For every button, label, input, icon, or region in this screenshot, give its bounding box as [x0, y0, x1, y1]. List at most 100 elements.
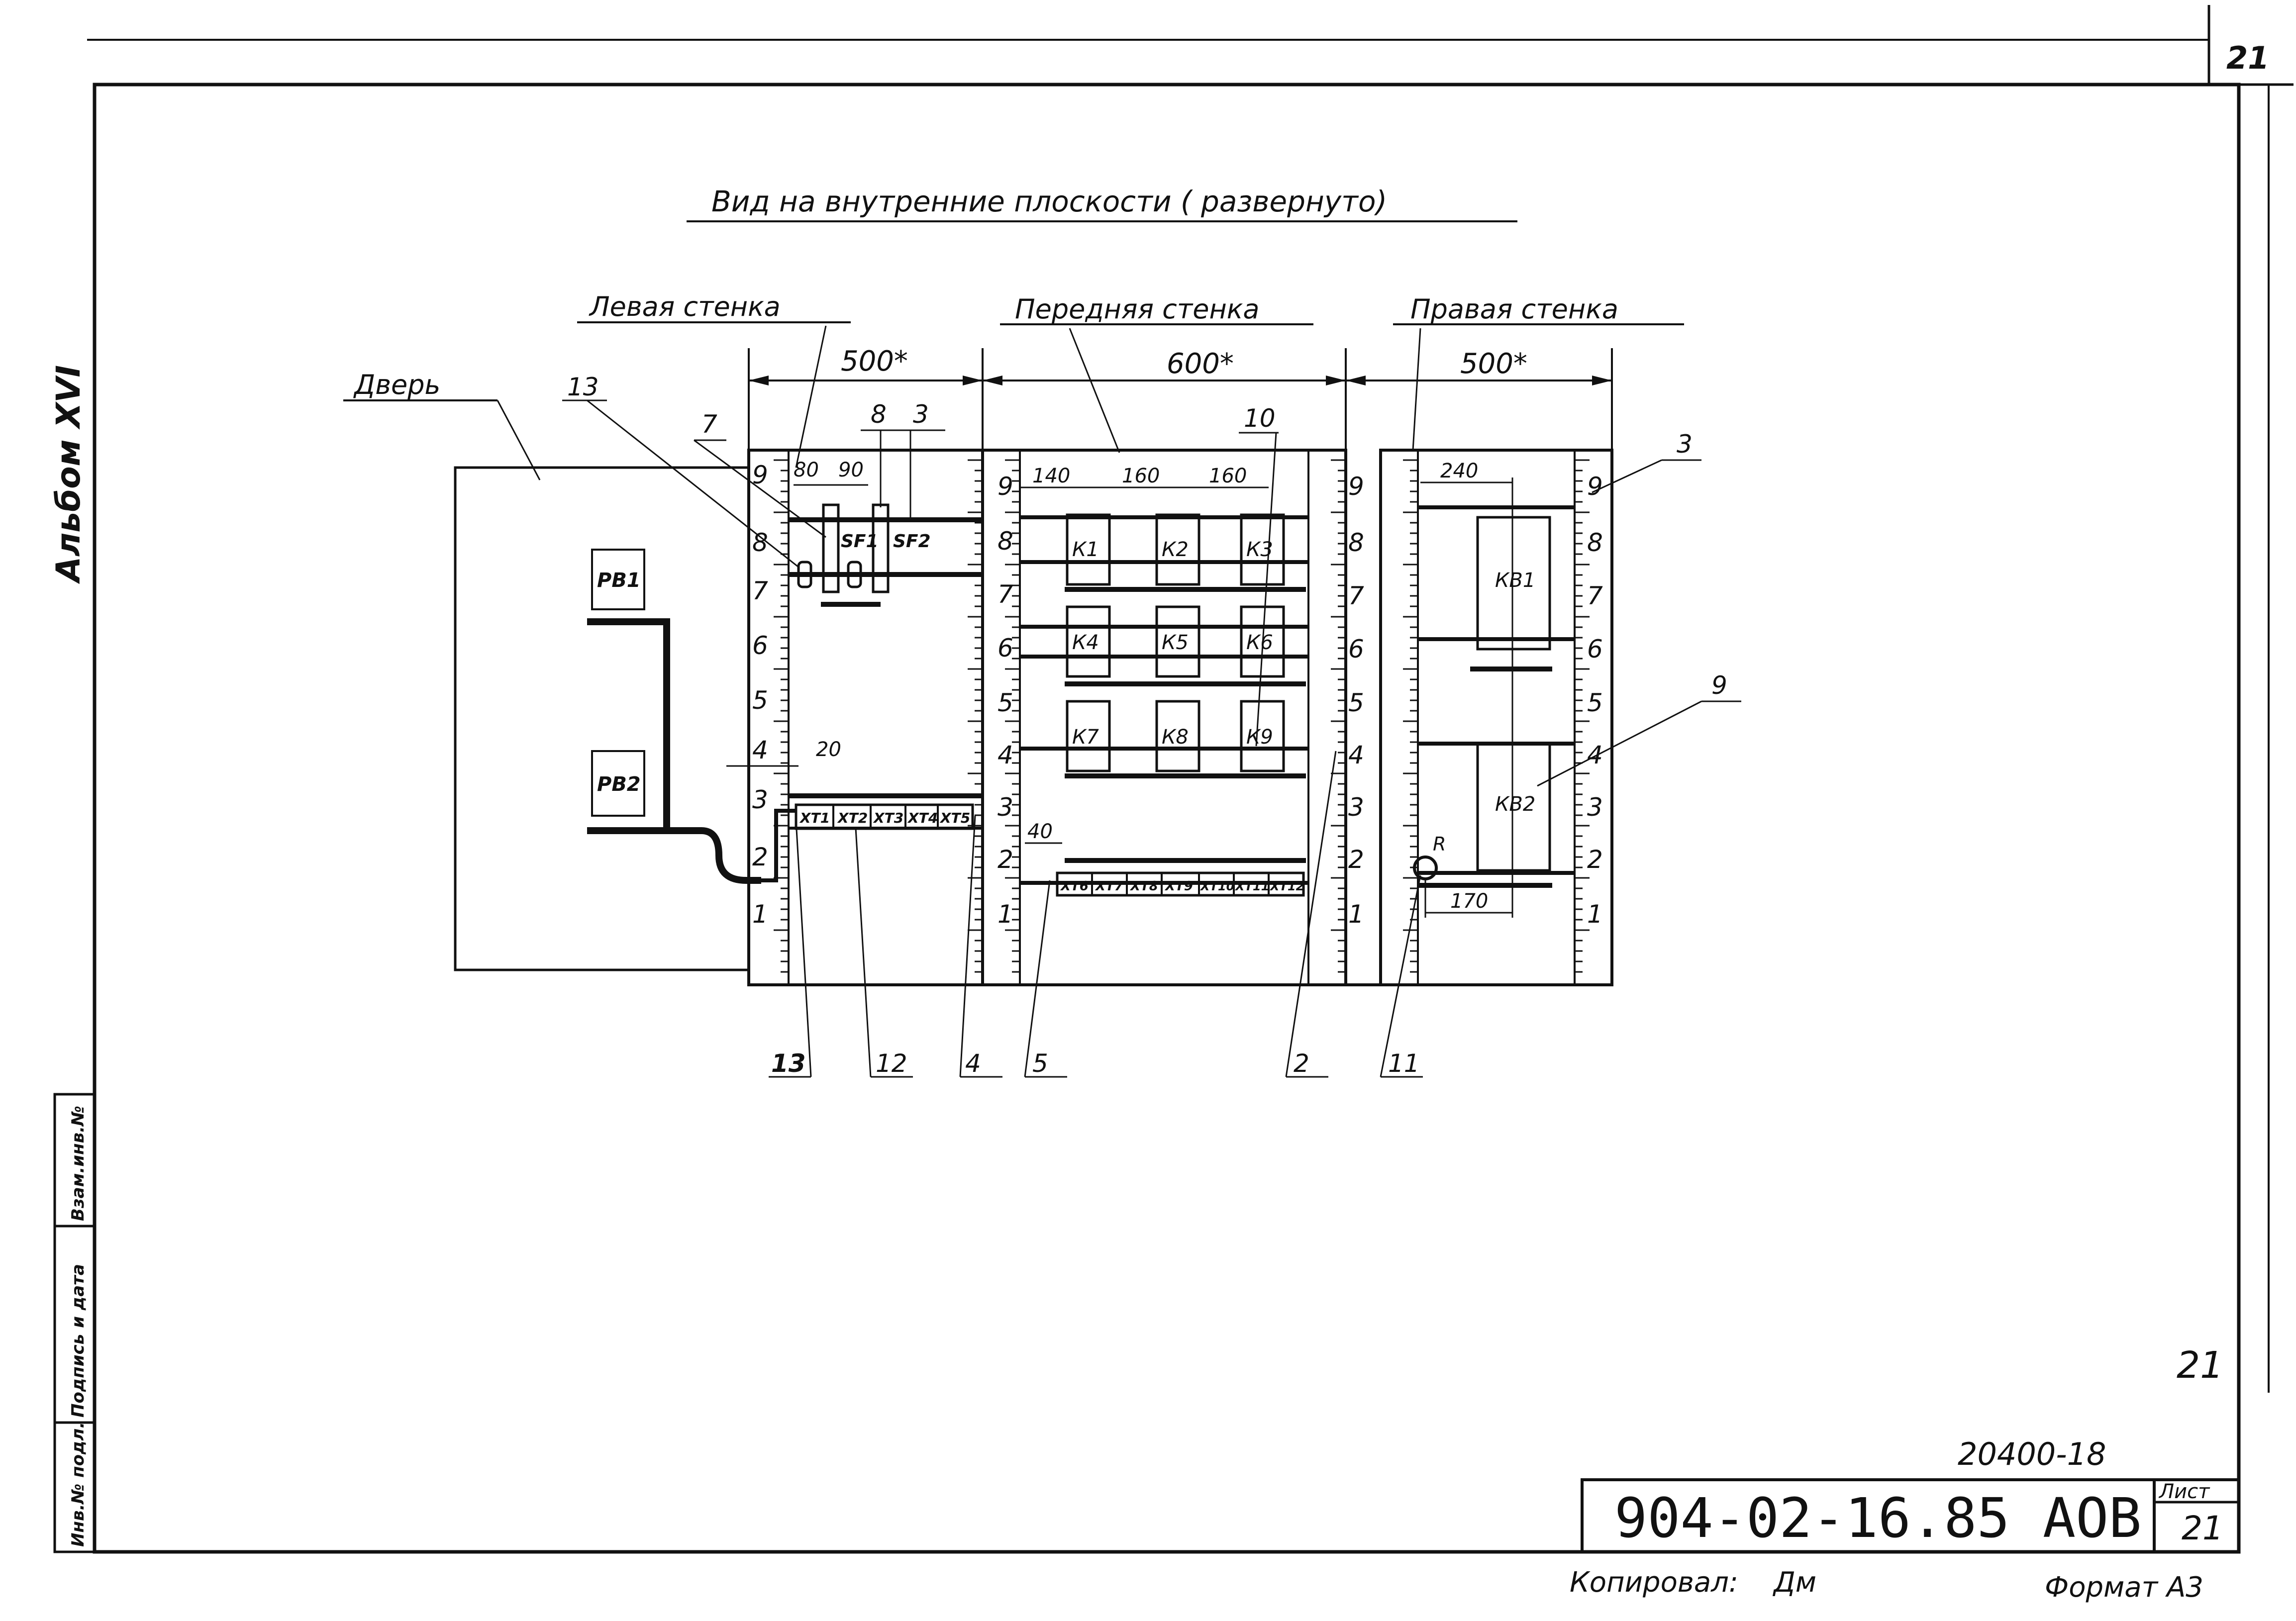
xt4-label: ХТ4	[907, 810, 938, 826]
terminal-block-left	[795, 803, 974, 830]
scale-r-3: 3	[1587, 793, 1603, 822]
scale-left-4: 4	[752, 736, 768, 764]
xt5-label: ХТ5	[939, 810, 970, 826]
copied-by-sign: Дм	[1772, 1566, 1816, 1599]
page-mark: 21	[2177, 1344, 2223, 1387]
scale-ticks	[774, 459, 1590, 973]
contactor-k8	[1155, 700, 1200, 772]
scale-fr-2: 2	[1348, 845, 1364, 874]
stamp-inv-podl: Инв.№ подл.	[68, 1422, 88, 1547]
scale-fr-7: 7	[1348, 581, 1364, 610]
scale-left-5: 5	[752, 686, 768, 715]
terminal-block-front	[1056, 871, 1305, 897]
door-panel	[454, 400, 761, 971]
relay-pb1-label: РВ1	[597, 569, 641, 592]
xt3-label: ХТ3	[873, 810, 903, 826]
relay-pb2-label: РВ2	[597, 773, 641, 796]
door-label: Дверь	[353, 369, 440, 400]
contactor-k7	[1066, 700, 1111, 772]
right-wall-outline	[1379, 449, 1613, 986]
dim-90: 90	[838, 459, 864, 481]
breaker-sf2-label: SF2	[893, 531, 931, 552]
xt9-label: ХТ9	[1164, 879, 1193, 894]
scale-fl-5: 5	[998, 688, 1013, 717]
scale-r-2: 2	[1587, 845, 1603, 874]
right-wall-label: Правая стенка	[1410, 293, 1618, 325]
breaker-sf1	[822, 503, 840, 593]
callout-11: 11	[1388, 1049, 1420, 1078]
scale-fr-1: 1	[1348, 900, 1364, 929]
list-value: 21	[2182, 1509, 2223, 1547]
scale-fr-5: 5	[1348, 688, 1364, 717]
stamp-column: Инв.№ подл. Подпись и дата Взам.инв.№	[68, 1106, 88, 1547]
callout-4: 4	[965, 1049, 981, 1078]
scale-fl-9: 9	[998, 472, 1013, 501]
front-wall-outline	[981, 449, 1347, 986]
callout-2: 2	[1294, 1049, 1309, 1078]
scale-r-1: 1	[1587, 900, 1603, 929]
switch-kb2	[1476, 742, 1551, 872]
list-label: Лист	[2158, 1480, 2210, 1503]
dim-right-wall-500: 500*	[1460, 348, 1527, 380]
dim-140: 140	[1032, 465, 1070, 487]
dim-20: 20	[816, 738, 841, 761]
contactor-k6-label: К6	[1246, 631, 1273, 654]
xt6-label: ХТ6	[1060, 879, 1089, 894]
switch-kb1	[1476, 516, 1551, 651]
xt7-label: ХТ7	[1095, 879, 1124, 894]
contactor-k9-label: К9	[1246, 726, 1273, 749]
scale-fr-9: 9	[1348, 472, 1364, 501]
dim-40: 40	[1027, 820, 1053, 843]
dim-170: 170	[1450, 890, 1488, 913]
left-wall-outline	[747, 449, 984, 986]
right-wall-equipment	[1413, 477, 1575, 918]
scale-fl-8: 8	[998, 527, 1013, 556]
callout-12: 12	[876, 1049, 907, 1078]
scale-r-5: 5	[1587, 688, 1603, 717]
dim-left-wall-500: 500*	[841, 345, 908, 378]
resistor-r	[1413, 856, 1438, 880]
breaker-sf1-label: SF1	[841, 531, 879, 552]
scale-left-7: 7	[752, 576, 768, 605]
wall-outlines	[747, 449, 1613, 986]
callout-5: 5	[1032, 1049, 1048, 1078]
callout-3-right: 3	[1677, 430, 1693, 459]
corner-sheet-number: 21	[2226, 40, 2269, 76]
item-13-block-a	[797, 561, 812, 588]
callout-13-bottom: 13	[771, 1049, 806, 1078]
album-label: Альбом XVI	[49, 365, 88, 584]
stamp-vzam-inv: Взам.инв.№	[68, 1106, 88, 1221]
scale-fl-1: 1	[998, 900, 1013, 929]
overall-dimensions	[748, 348, 1613, 450]
scale-fl-3: 3	[998, 793, 1013, 822]
callout-leaders	[562, 325, 1741, 1078]
registration-number: 20400-18	[1958, 1436, 2106, 1472]
contactor-k6	[1240, 605, 1285, 678]
contactor-k8-label: К8	[1162, 726, 1189, 749]
drawing-title: Вид на внутренние плоскости ( развернуто…	[711, 185, 1387, 218]
contactor-k1-label: К1	[1072, 538, 1099, 561]
callout-13-top: 13	[567, 373, 599, 401]
scale-fl-2: 2	[998, 845, 1013, 874]
stamp-signature-date: Подпись и дата	[68, 1264, 88, 1418]
contactor-k4-label: К4	[1072, 631, 1099, 654]
scale-left-1: 1	[752, 900, 768, 929]
copied-by-label: Копировал:	[1570, 1566, 1738, 1599]
sheet-frame	[53, 5, 2294, 1554]
format-label: Формат А3	[2045, 1571, 2203, 1604]
xt10-label: ХТ10	[1199, 879, 1234, 893]
scale-fl-4: 4	[998, 741, 1013, 769]
contactor-k2	[1155, 513, 1200, 586]
dim-160a: 160	[1122, 465, 1160, 487]
xt8-label: ХТ8	[1129, 879, 1158, 894]
scale-fl-7: 7	[998, 580, 1013, 609]
scale-r-4: 4	[1587, 741, 1603, 769]
scale-r-9: 9	[1587, 472, 1603, 501]
contactor-k9	[1240, 700, 1285, 772]
callout-10: 10	[1244, 404, 1276, 433]
resistor-r-label: R	[1433, 833, 1446, 855]
contactor-k1	[1066, 513, 1111, 586]
xt11-label: ХТ11	[1234, 879, 1269, 893]
contactor-k4	[1066, 605, 1111, 678]
